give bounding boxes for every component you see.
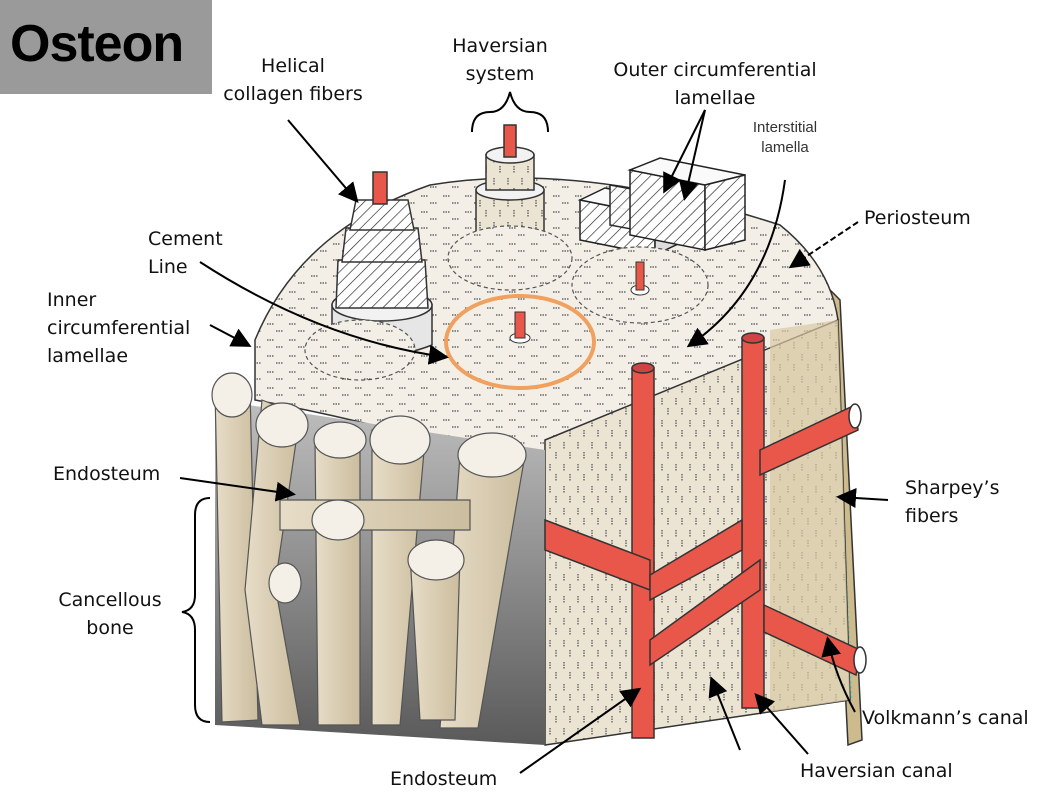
label-haversian-system: Haversian system [452, 35, 548, 85]
haversian-system-brace [471, 91, 549, 133]
title-banner: Osteon [0, 0, 212, 94]
label-endosteum-upper: Endosteum [53, 463, 161, 485]
label-outer-circumferential: Outer circumferential lamellae [613, 59, 817, 109]
canal-vessel-stub [514, 311, 526, 339]
page-title: Osteon [10, 15, 184, 73]
label-endosteum-lower: Endosteum [390, 768, 498, 790]
label-sharpeys-fibers: Sharpey’s fibers [905, 477, 1000, 527]
label-interstitial-lamella: Interstitial lamella [752, 119, 818, 156]
label-helical-collagen: Helical collagen fibers [223, 55, 363, 105]
label-periosteum: Periosteum [864, 207, 971, 229]
second-vessel-stub [635, 261, 645, 291]
trabecula-ends [211, 372, 527, 604]
label-haversian-canal: Haversian canal [800, 760, 953, 782]
label-inner-circumferential: Inner circumferential lamellae [47, 289, 191, 367]
outer-circumferential-blocks [577, 157, 746, 257]
label-cancellous-bone: Cancellous bone [58, 589, 162, 639]
label-cement-line: Cement Line [148, 228, 223, 278]
label-volkmanns-canal: Volkmann’s canal [862, 707, 1029, 729]
blood-vessels [544, 332, 867, 739]
cancellous-brace [181, 497, 211, 723]
trabeculae [214, 389, 526, 729]
leader-lines [179, 109, 889, 774]
